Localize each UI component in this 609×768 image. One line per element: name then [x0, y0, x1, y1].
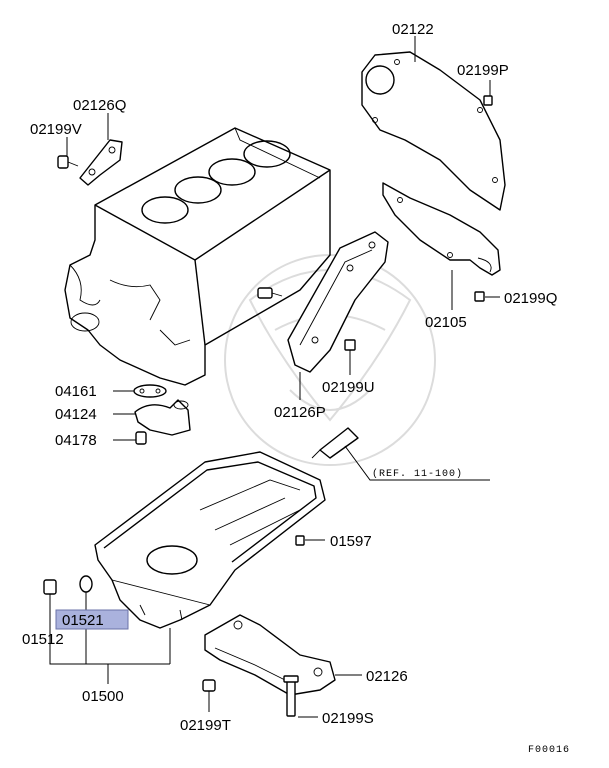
- part-02199P-bolt: [483, 95, 493, 106]
- label-02199V[interactable]: 02199V: [30, 121, 82, 138]
- part-02126P-bracket: [287, 231, 389, 373]
- highlight-box-01521: [55, 609, 129, 630]
- label-02126[interactable]: 02126: [366, 668, 408, 685]
- part-02126Q-bracket: [79, 139, 123, 186]
- label-01597[interactable]: 01597: [330, 533, 372, 550]
- label-02126P[interactable]: 02126P: [274, 404, 326, 421]
- part-01521-gasket: [79, 575, 93, 593]
- leader-lines: [49, 36, 500, 718]
- label-02199T[interactable]: 02199T: [180, 717, 231, 734]
- label-01521[interactable]: 01521: [62, 612, 104, 629]
- label-04161[interactable]: 04161: [55, 383, 97, 400]
- part-02199S-bolt: [283, 675, 299, 717]
- label-02199P[interactable]: 02199P: [457, 62, 509, 79]
- label-01500[interactable]: 01500: [82, 688, 124, 705]
- label-01512[interactable]: 01512: [22, 631, 64, 648]
- bolt-engine-mount: [257, 287, 283, 299]
- label-04124[interactable]: 04124: [55, 406, 97, 423]
- label-02199U[interactable]: 02199U: [322, 379, 375, 396]
- part-04124-strainer: [134, 399, 191, 436]
- part-01512-drain-plug: [43, 579, 57, 595]
- engine-block: [64, 127, 331, 386]
- part-02126-bracket: [204, 614, 336, 696]
- part-01500-oil-pan: [94, 451, 326, 629]
- part-02199T-bolt: [202, 679, 216, 692]
- part-02199U-bolt: [344, 339, 356, 351]
- label-02105[interactable]: 02105: [425, 314, 467, 331]
- label-ref-11-100[interactable]: (REF. 11-100): [372, 468, 463, 480]
- part-02199Q-bolt: [474, 291, 485, 302]
- part-02199V-bolt: [57, 155, 79, 169]
- part-02105-plate: [382, 182, 501, 276]
- label-02122[interactable]: 02122: [392, 21, 434, 38]
- label-02199S[interactable]: 02199S: [322, 710, 374, 727]
- part-04161-gasket: [133, 384, 167, 398]
- part-04178-bolt: [135, 431, 147, 445]
- figure-code: F00016: [528, 745, 570, 756]
- sealant-tube: [311, 427, 359, 459]
- label-02126Q[interactable]: 02126Q: [73, 97, 126, 114]
- label-04178[interactable]: 04178: [55, 432, 97, 449]
- part-labels: 02122 02199P 02126Q 02199V 02105 02199Q …: [22, 21, 570, 756]
- label-02199Q[interactable]: 02199Q: [504, 290, 557, 307]
- part-01597-bolt: [295, 535, 305, 546]
